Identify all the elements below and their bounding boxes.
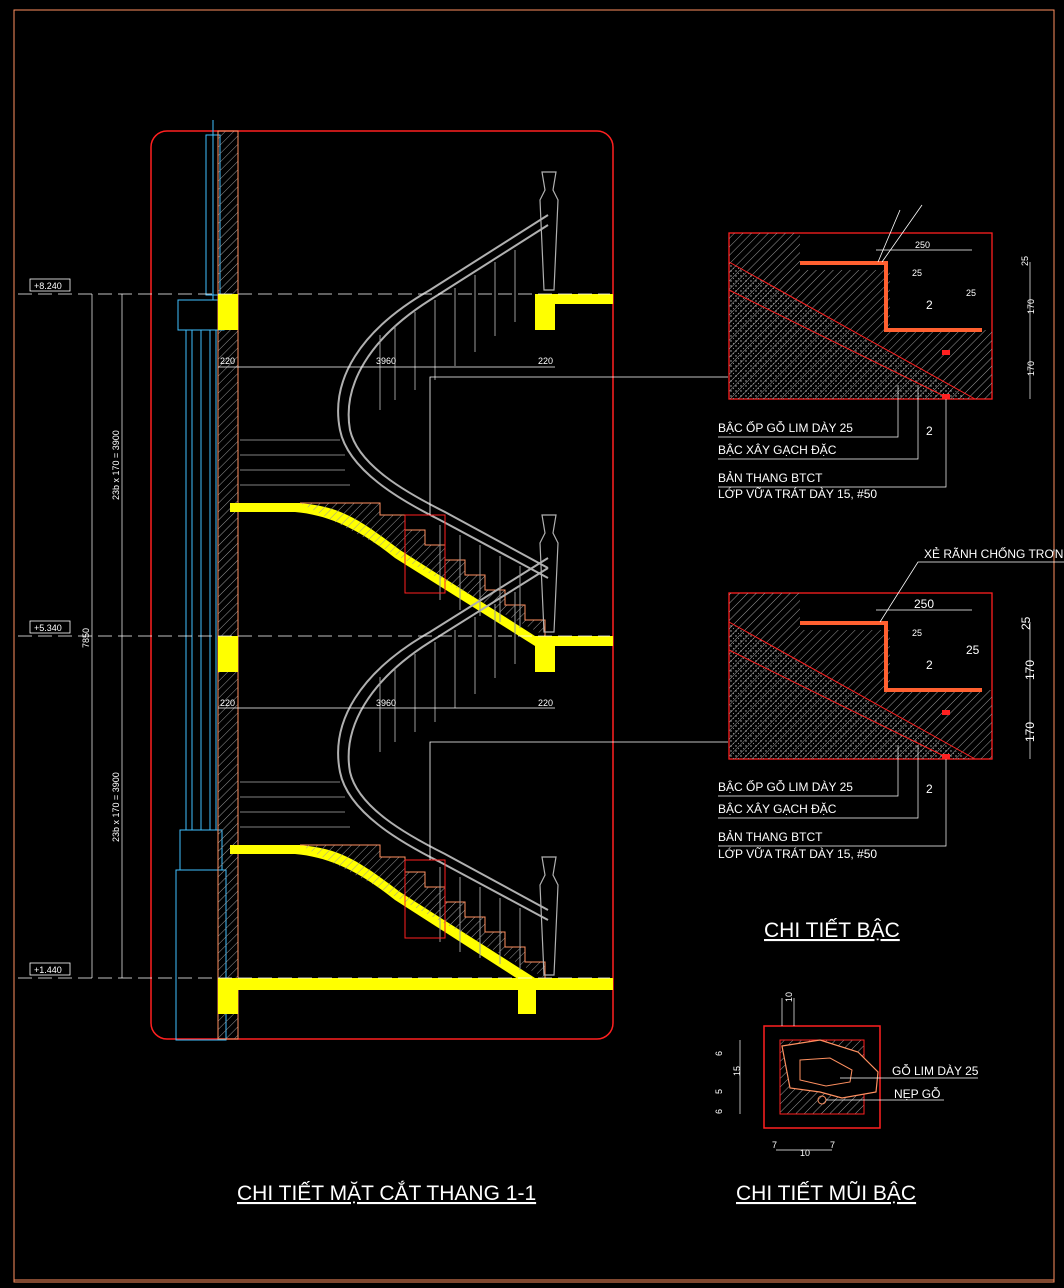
dim-lower-left: 220 <box>220 698 235 708</box>
balusters <box>379 250 521 970</box>
top-rise-1: 170 <box>1026 299 1036 314</box>
lower-flight-slab <box>295 845 555 990</box>
top-label-slab: BẢN THANG BTCT <box>718 470 823 485</box>
height-dims <box>91 294 123 978</box>
ornamental-column <box>175 120 227 1041</box>
dim-lower-width: 3960 <box>376 698 396 708</box>
bottom-thickness-2: 25 <box>966 643 980 657</box>
nosing-bottom-dim-1: 7 <box>772 1140 777 1150</box>
dim-upper-right: 220 <box>538 356 553 366</box>
stair-section: 220 3960 220 220 3960 220 +8.240 +5.340 … <box>18 120 728 1205</box>
level-upper: +8.240 <box>34 281 62 291</box>
top-tread-dim: 250 <box>915 240 930 250</box>
top-rise-2: 170 <box>1026 361 1036 376</box>
dim-upper-flight: 23b x 170 = 3900 <box>111 430 121 500</box>
bottom-tread-dim: 250 <box>914 597 934 611</box>
level-lower: +1.440 <box>34 965 62 975</box>
top-label-brick: BẬC XÂY GẠCH ĐẶC <box>718 442 837 457</box>
top-mark: 2 <box>926 298 933 312</box>
background-treads <box>240 439 350 828</box>
top-thickness-1: 25 <box>912 268 922 278</box>
step-detail-top: 250 25 25 25 170 170 2 2 BẬC ỐP GỖ LIM D… <box>718 204 1036 501</box>
detail-callout-lower <box>404 859 446 939</box>
bottom-label-slab: BẢN THANG BTCT <box>718 829 823 844</box>
nosing-bottom-dim-2: 10 <box>800 1148 810 1158</box>
bottom-rise-2: 170 <box>1023 722 1037 742</box>
step-detail-bottom: XẺ RÃNH CHỐNG TRƠN 250 25 25 25 170 170 … <box>718 546 1064 942</box>
dim-lower-right: 220 <box>538 698 553 708</box>
handrails <box>337 214 549 921</box>
nosing-bottom-dim-3: 7 <box>830 1140 835 1150</box>
bottom-label-plaster: LỚP VỮA TRÁT DÀY 15, #50 <box>718 846 877 861</box>
level-lines <box>18 293 610 979</box>
floor-slabs <box>218 294 613 1014</box>
leader-lower <box>429 741 728 860</box>
bottom-label-wood: BẬC ỐP GỖ LIM DÀY 25 <box>718 779 853 794</box>
nosing-wood-label: GỖ LIM DÀY 25 <box>892 1063 979 1078</box>
bottom-rise-1: 170 <box>1023 660 1037 680</box>
nosing-left-dim-1: 6 <box>714 1051 724 1056</box>
top-label-plaster: LỚP VỮA TRÁT DÀY 15, #50 <box>718 486 877 501</box>
nosing-strip-label: NẸP GỖ <box>894 1086 940 1101</box>
title-step-detail: CHI TIẾT BẬC <box>764 919 900 942</box>
nosing-top-dim: 10 <box>784 992 794 1002</box>
dim-upper-left: 220 <box>220 356 235 366</box>
upper-steps <box>300 502 546 636</box>
level-middle: +5.340 <box>34 623 62 633</box>
nosing-left-dim-2: 15 <box>732 1066 742 1076</box>
nosing-left-dim-3: 5 <box>714 1089 724 1094</box>
newel-posts <box>539 171 559 976</box>
top-mark-2: 2 <box>926 424 933 438</box>
upper-flight-slab <box>295 503 555 646</box>
leader-upper <box>429 376 728 515</box>
left-wall <box>217 130 239 1040</box>
bottom-thickness-1: 25 <box>912 628 922 638</box>
dim-upper-width: 3960 <box>376 356 396 366</box>
bottom-thickness-3: 25 <box>1019 616 1033 630</box>
section-frame <box>150 130 614 1040</box>
detail-callout-upper <box>404 514 446 594</box>
dim-lower-flight: 23b x 170 = 3900 <box>111 772 121 842</box>
bottom-mark: 2 <box>926 658 933 672</box>
sheet-border <box>13 9 1055 1283</box>
bottom-mark-2: 2 <box>926 782 933 796</box>
top-thickness-2: 25 <box>966 288 976 298</box>
dim-total-height: 7850 <box>81 628 91 648</box>
groove-note: XẺ RÃNH CHỐNG TRƠN <box>924 546 1063 561</box>
width-dims <box>218 366 555 709</box>
top-label-wood: BẬC ỐP GỖ LIM DÀY 25 <box>718 420 853 435</box>
top-thickness-3: 25 <box>1020 256 1030 266</box>
lower-steps <box>300 844 546 978</box>
title-main-section: CHI TIẾT MẶT CẮT THANG 1-1 <box>237 1181 536 1205</box>
nosing-left-dim-4: 6 <box>714 1109 724 1114</box>
bottom-label-brick: BẬC XÂY GẠCH ĐẶC <box>718 801 837 816</box>
title-nosing-detail: CHI TIẾT MŨI BẬC <box>736 1181 916 1205</box>
nosing-detail: 10 6 15 5 6 7 10 7 GỖ LIM DÀY 25 NẸP GỖ … <box>714 992 979 1205</box>
